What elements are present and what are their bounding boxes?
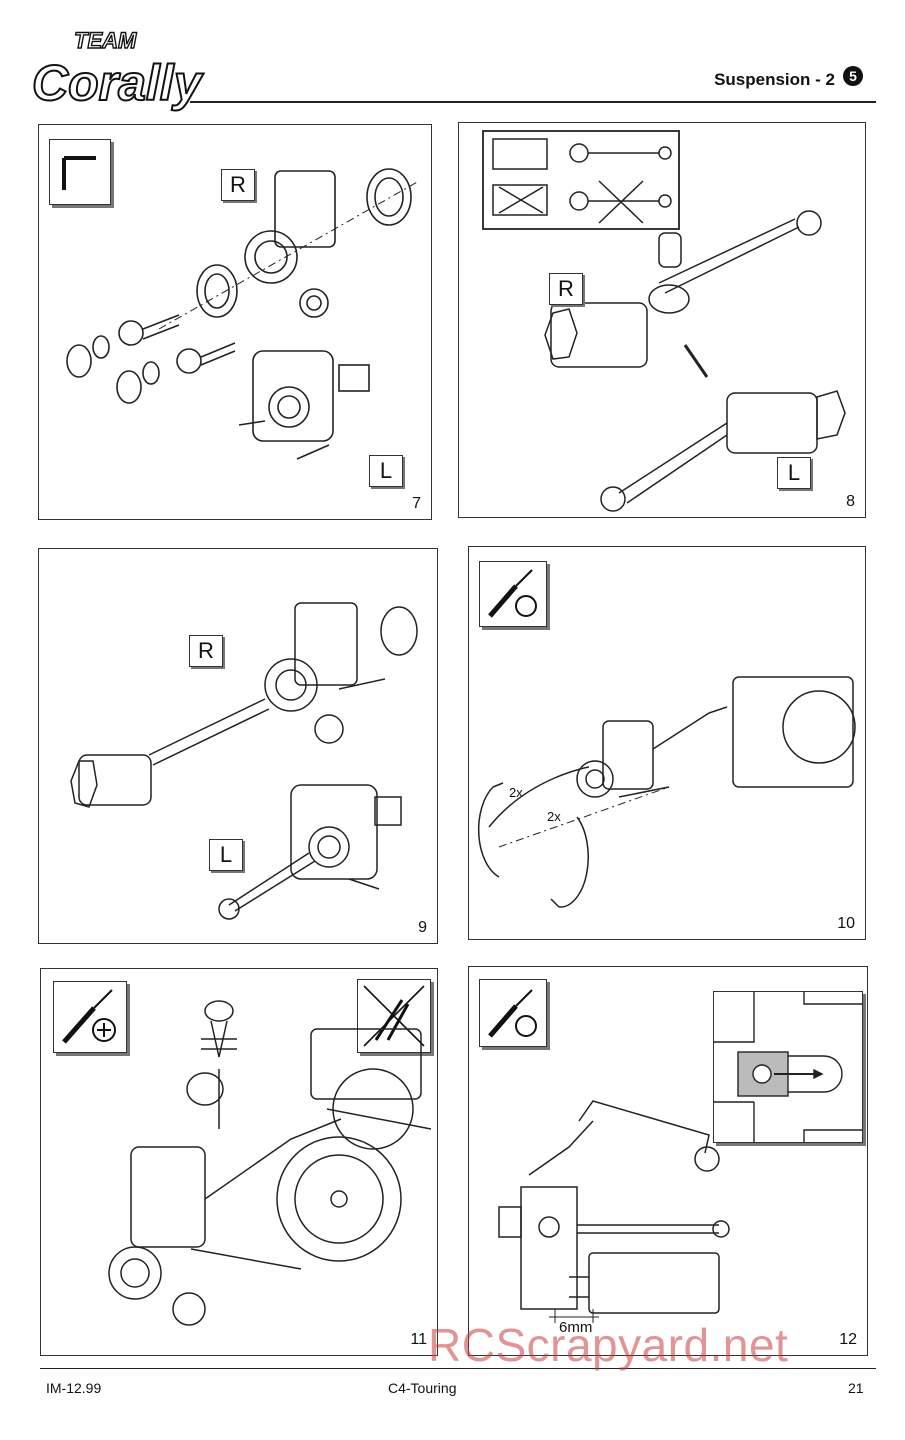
step-number: 8: [846, 493, 855, 510]
model-name: C4-Touring: [388, 1380, 457, 1396]
page-number: 21: [848, 1380, 864, 1396]
watermark: RCScrapyard.net: [428, 1319, 789, 1371]
step-number: 7: [412, 495, 421, 512]
pliers-not-allowed-icon: [357, 979, 431, 1053]
rotation-label-upper: 2x: [509, 785, 523, 800]
hub-driveshaft-assembly-drawing: [70, 602, 418, 920]
section-title: Suspension - 2: [714, 70, 835, 89]
left-side-label: L: [369, 455, 403, 487]
step-panel-8: R L 8: [458, 122, 866, 518]
link-length-dimension: 6mm: [559, 1319, 593, 1336]
step-panel-11: 11: [40, 968, 438, 1356]
footer-rule: [40, 1368, 876, 1369]
team-corally-logo: TEAM Corally: [28, 27, 208, 120]
right-side-label: R: [549, 273, 583, 305]
step-panel-12: 6mm 12: [468, 966, 868, 1356]
section-number-badge: 5: [843, 66, 863, 86]
hub-carrier-exploded-drawing: [66, 168, 420, 460]
step-panel-10: 2x 2x 10: [468, 546, 866, 940]
screwdriver-hex-tool-icon: [479, 979, 547, 1047]
hub-installation-rotation-drawing: [477, 676, 856, 908]
screwdriver-hex-tool-icon: [479, 561, 547, 627]
step-panel-7: R L 7: [38, 124, 432, 520]
step-number: 12: [839, 1331, 857, 1348]
ball-stud-gear-assembly-drawing: [108, 1000, 432, 1326]
header-rule: [190, 101, 876, 103]
step-number: 9: [418, 919, 427, 936]
rotation-label-lower: 2x: [547, 809, 561, 824]
step-number: 10: [837, 915, 855, 932]
step-panel-9: R L 9: [38, 548, 438, 944]
logo-corally-text: Corally: [32, 55, 204, 111]
logo-team-text: TEAM: [74, 28, 137, 53]
step-number: 11: [410, 1331, 427, 1348]
right-side-label: R: [189, 635, 223, 667]
hex-key-tool-icon: [49, 139, 111, 205]
left-side-label: L: [209, 839, 243, 871]
driveshaft-exploded-drawing: [482, 130, 846, 512]
left-side-label: L: [777, 457, 811, 489]
right-side-label: R: [221, 169, 255, 201]
shock-tower-link-measurement-drawing: [498, 1100, 730, 1323]
document-revision: IM-12.99: [46, 1380, 102, 1396]
screwdriver-phillips-tool-icon: [53, 981, 127, 1053]
detail-inset: [713, 991, 863, 1143]
